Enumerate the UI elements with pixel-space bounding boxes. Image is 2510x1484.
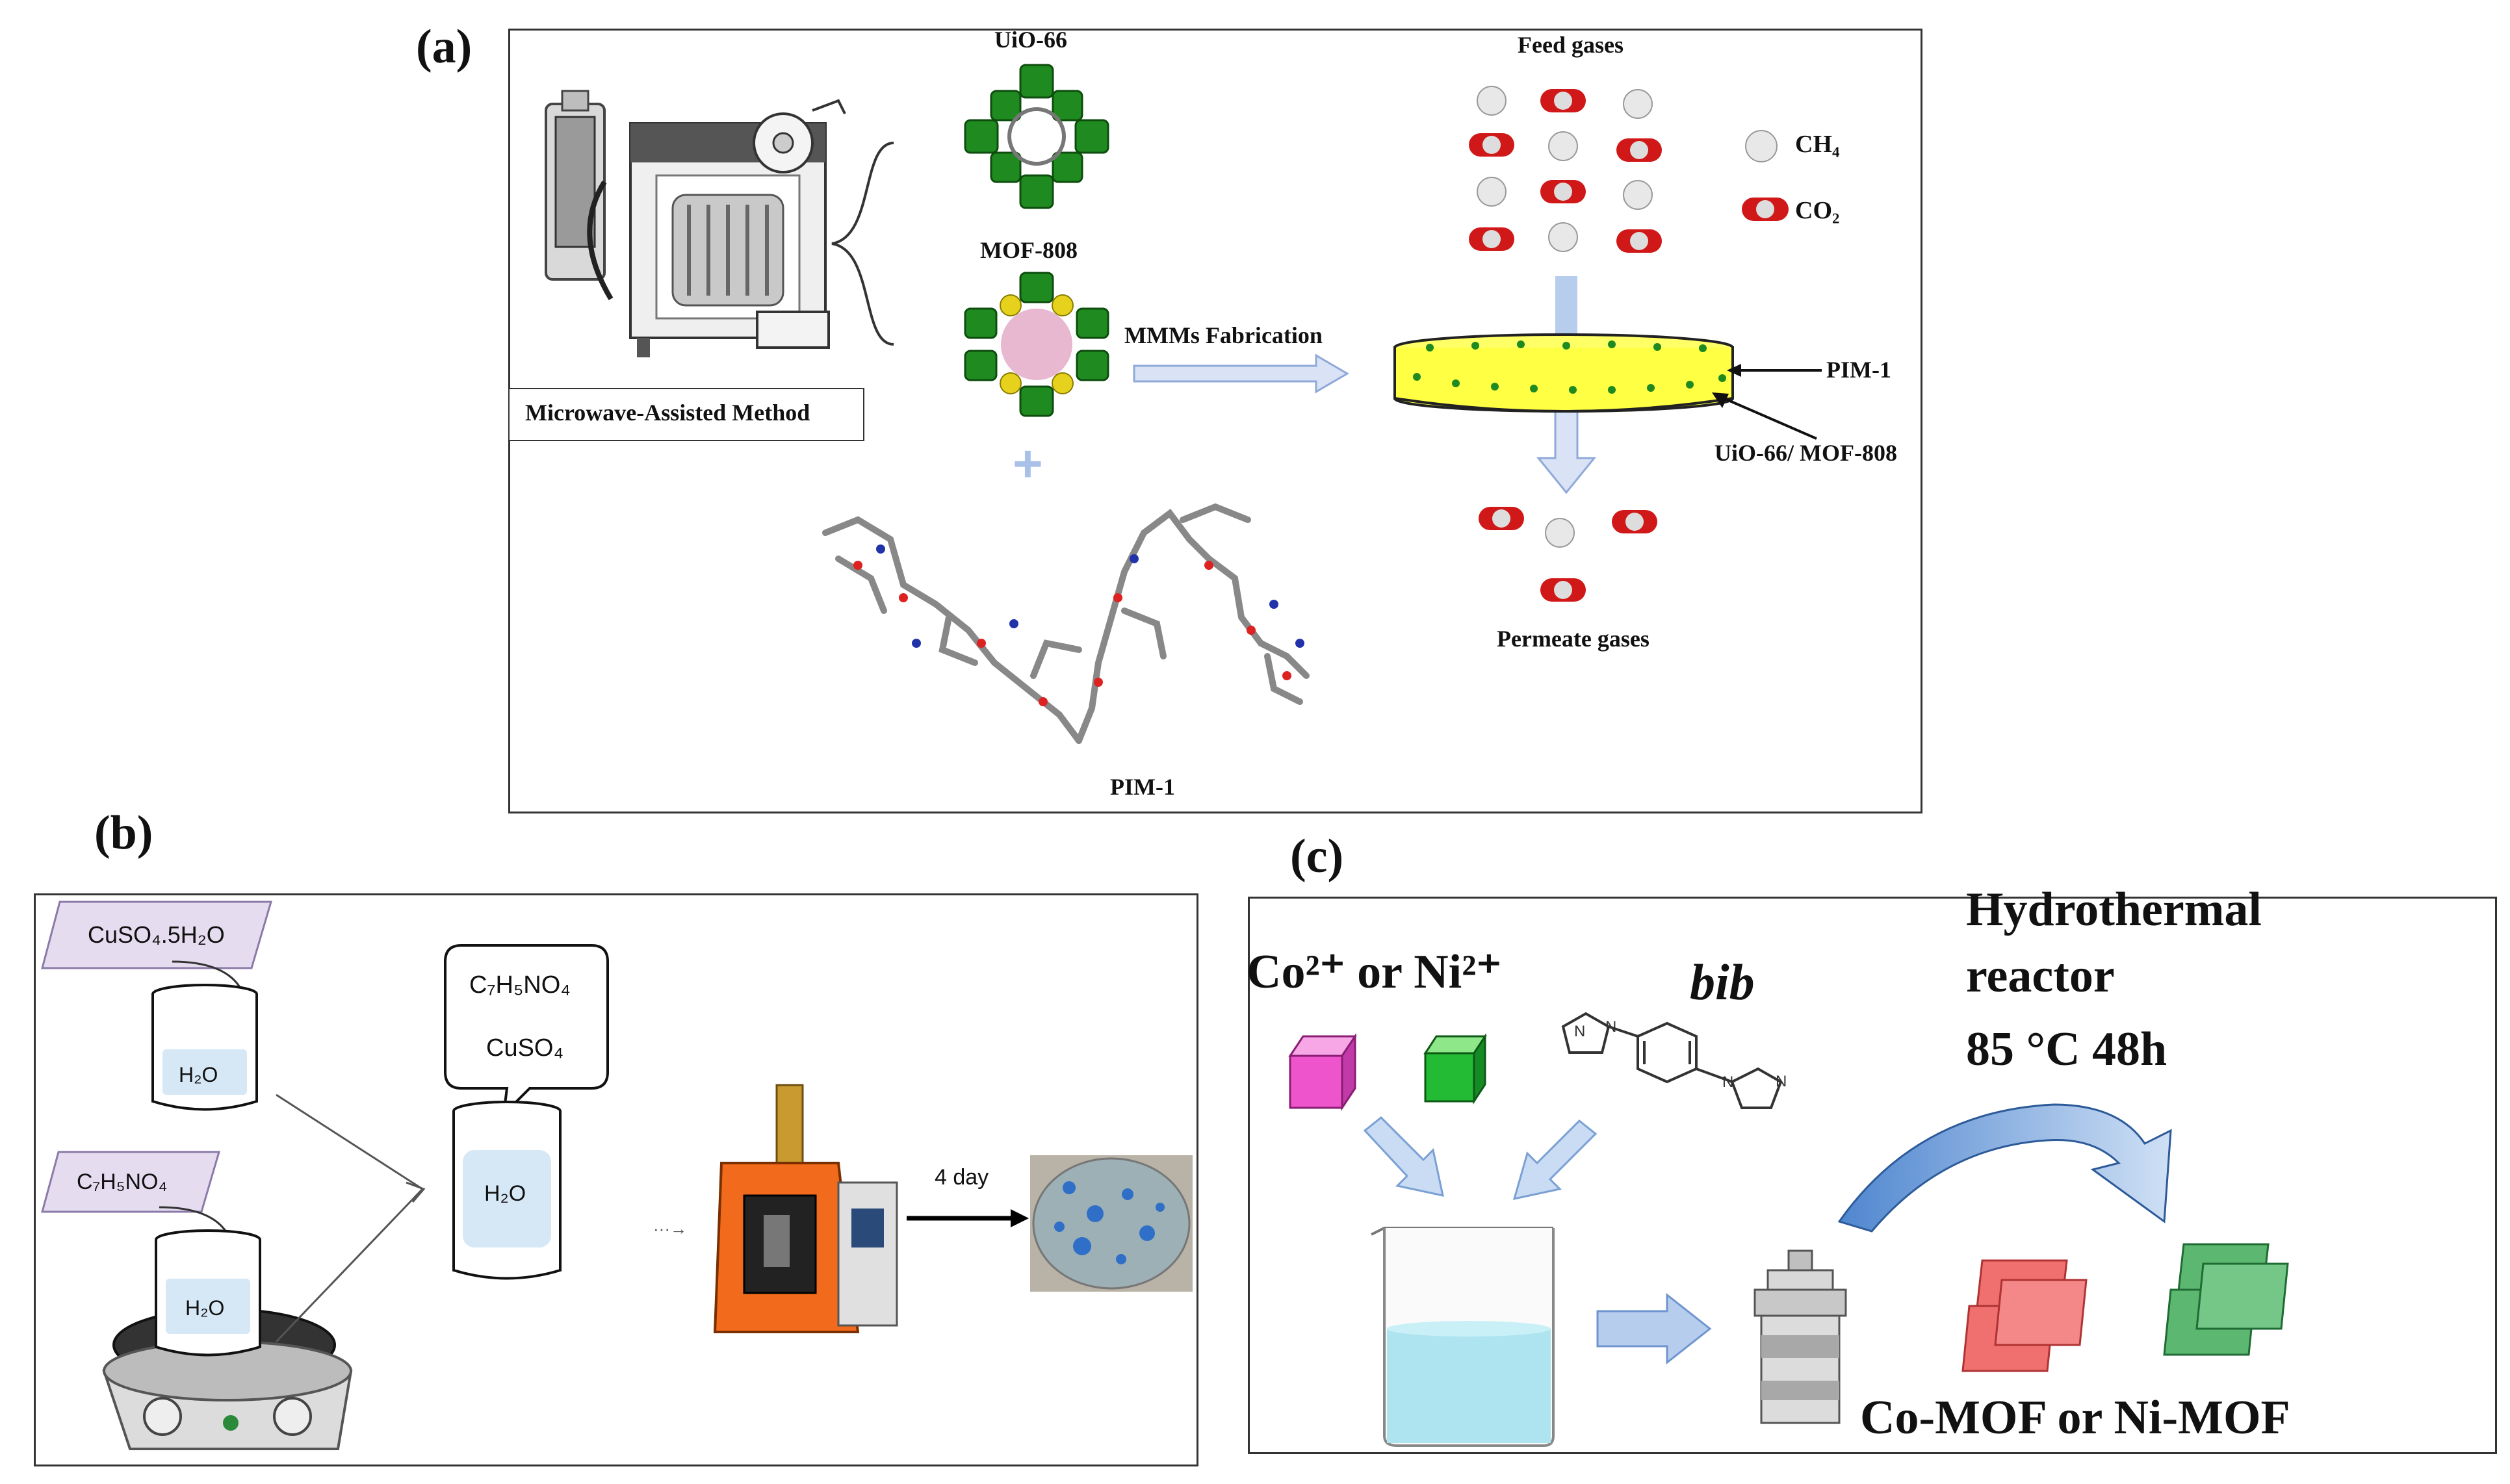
curly-brace xyxy=(831,142,894,346)
water-label-2: H₂O xyxy=(185,1296,225,1320)
method-label-box xyxy=(508,388,864,441)
beaker-1 xyxy=(151,984,258,1111)
feed-gas-molecules xyxy=(1469,86,1662,253)
permeate-gas-molecules xyxy=(1479,507,1657,602)
hydrothermal-autoclave xyxy=(1753,1249,1847,1424)
panel-b-letter: (b) xyxy=(94,806,153,860)
reactor-line-2: reactor xyxy=(1966,949,2115,1003)
pim1-pointer-arrow xyxy=(1727,364,1822,377)
uio66-label: UiO-66 xyxy=(994,27,1067,53)
filler-label: UiO-66/ MOF-808 xyxy=(1714,440,1897,466)
time-arrow xyxy=(907,1209,1029,1227)
product-petri-dish xyxy=(1030,1155,1193,1292)
plus-sign: + xyxy=(1013,435,1043,493)
filler-pointer-arrow xyxy=(1712,392,1817,440)
pim1-membrane-label: PIM-1 xyxy=(1826,357,1891,383)
reagent2-label: C₇H₅NO₄ xyxy=(77,1170,168,1194)
reagent1-label: CuSO₄.5H₂O xyxy=(88,921,225,948)
co-mof-crystals xyxy=(1961,1259,2088,1372)
ch4-legend-icon xyxy=(1745,130,1778,162)
beaker-2 xyxy=(155,1229,261,1357)
feed-gases-label: Feed gases xyxy=(1518,32,1624,58)
membrane-disc xyxy=(1393,333,1734,413)
permeate-gases-label: Permeate gases xyxy=(1497,626,1650,652)
fabrication-arrow xyxy=(1133,353,1349,394)
reactor-line-3: 85 °C 48h xyxy=(1966,1023,2167,1076)
time-label: 4 day xyxy=(935,1165,989,1190)
ligand-down-arrow xyxy=(1512,1119,1598,1200)
reaction-beaker xyxy=(1371,1227,1555,1447)
ch4-legend-label: CH₄ xyxy=(1795,131,1840,158)
svg-text:N: N xyxy=(1722,1073,1733,1091)
svg-text:N: N xyxy=(1776,1073,1787,1090)
nickel-cube xyxy=(1423,1032,1487,1105)
mixing-arrows xyxy=(275,1094,426,1343)
metal-ions-label: Co²⁺ or Ni²⁺ xyxy=(1247,945,1502,999)
panel-c-letter: (c) xyxy=(1290,830,1344,883)
pim1-polymer-structure xyxy=(822,503,1310,744)
curved-process-arrow xyxy=(1837,1103,2172,1233)
method-label: Microwave-Assisted Method xyxy=(525,400,810,426)
hotplate-stirrer xyxy=(102,1308,353,1450)
water-label-1: H₂O xyxy=(179,1063,218,1086)
mof808-structure xyxy=(964,272,1109,417)
metal-down-arrow xyxy=(1363,1116,1444,1197)
water-label-3: H₂O xyxy=(484,1181,526,1206)
co2-legend-label: CO₂ xyxy=(1795,197,1840,224)
ultrasonic-device xyxy=(713,1084,898,1333)
bubble-line-1: C₇H₅NO₄ xyxy=(469,971,571,999)
co2-legend-icon xyxy=(1742,198,1789,221)
uio66-structure xyxy=(964,64,1109,209)
permeate-down-arrow xyxy=(1536,402,1597,494)
svg-text:N: N xyxy=(1605,1018,1616,1036)
mixture-speech-bubble xyxy=(444,944,609,1118)
mof808-label: MOF-808 xyxy=(980,237,1078,263)
microwave-reactor-illustration xyxy=(545,90,846,357)
mmms-fabrication-label: MMMs Fabrication xyxy=(1124,322,1323,348)
reagent2-tag xyxy=(41,1151,221,1213)
reagent1-tag xyxy=(41,901,273,969)
beaker-3 xyxy=(452,1101,562,1280)
panel-a-letter: (a) xyxy=(416,20,472,73)
bib-ligand-structure: N N N N xyxy=(1561,1012,1787,1109)
pim1-polymer-label: PIM-1 xyxy=(1110,774,1175,800)
reactor-line-1: Hydrothermal xyxy=(1966,883,2262,936)
cobalt-cube xyxy=(1288,1033,1357,1111)
dotted-arrow: ···→ xyxy=(653,1219,687,1238)
ligand-label: bib xyxy=(1690,954,1755,1010)
ni-mof-crystals xyxy=(2163,1243,2289,1356)
product-label: Co-MOF or Ni-MOF xyxy=(1860,1391,2290,1444)
svg-text:N: N xyxy=(1574,1023,1585,1040)
transfer-arrow xyxy=(1596,1292,1712,1365)
bubble-line-2: CuSO₄ xyxy=(486,1034,563,1062)
